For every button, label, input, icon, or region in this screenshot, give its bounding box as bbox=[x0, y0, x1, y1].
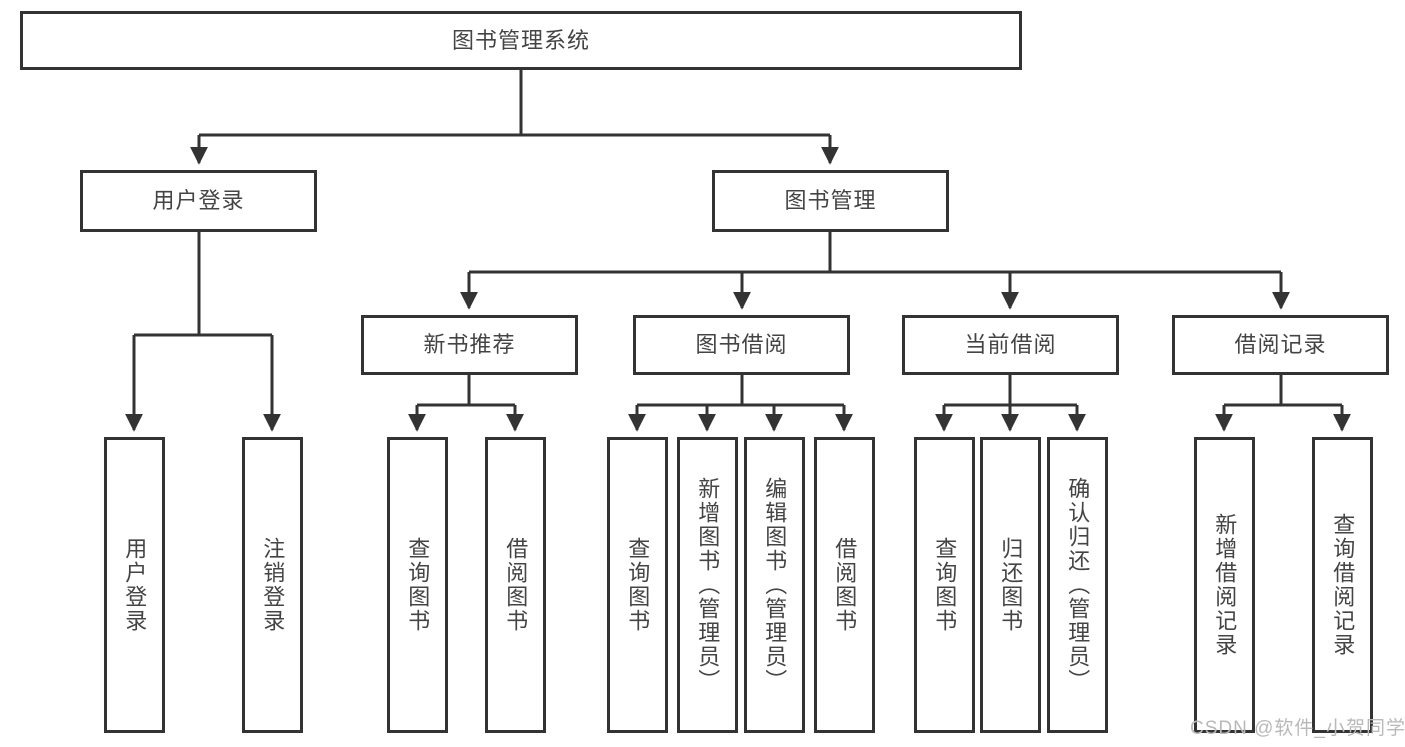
node-leaf-user-login-label: 用户登录 bbox=[122, 537, 148, 633]
node-leaf-add-book[interactable]: 新增图书（管理员） bbox=[677, 437, 738, 733]
node-leaf-query-book-1[interactable]: 查询图书 bbox=[387, 437, 448, 733]
node-current-borrow[interactable]: 当前借阅 bbox=[902, 315, 1119, 375]
node-leaf-edit-book-label: 编辑图书（管理员） bbox=[762, 477, 788, 693]
node-leaf-query-record-label: 查询借阅记录 bbox=[1330, 513, 1356, 657]
node-leaf-logout-label: 注销登录 bbox=[260, 537, 286, 633]
node-leaf-return-book[interactable]: 归还图书 bbox=[980, 437, 1041, 733]
node-leaf-borrow-book-2[interactable]: 借阅图书 bbox=[814, 437, 875, 733]
node-leaf-borrow-book-1[interactable]: 借阅图书 bbox=[485, 437, 546, 733]
node-leaf-add-record[interactable]: 新增借阅记录 bbox=[1194, 437, 1255, 733]
node-leaf-query-book-3-label: 查询图书 bbox=[932, 537, 958, 633]
node-book-manage-label: 图书管理 bbox=[784, 188, 877, 214]
node-current-borrow-label: 当前借阅 bbox=[964, 332, 1057, 358]
csdn-watermark: CSDN @软件_小贺同学 bbox=[1190, 718, 1405, 739]
node-leaf-add-book-label: 新增图书（管理员） bbox=[695, 477, 721, 693]
node-leaf-return-book-label: 归还图书 bbox=[998, 537, 1024, 633]
node-leaf-query-record[interactable]: 查询借阅记录 bbox=[1312, 437, 1373, 733]
node-borrow-record-label: 借阅记录 bbox=[1234, 332, 1327, 358]
node-root-label: 图书管理系统 bbox=[451, 27, 590, 53]
node-leaf-query-book-2-label: 查询图书 bbox=[625, 537, 651, 633]
node-new-book-rec-label: 新书推荐 bbox=[423, 332, 516, 358]
node-leaf-confirm-return[interactable]: 确认归还（管理员） bbox=[1047, 437, 1108, 733]
node-leaf-borrow-book-2-label: 借阅图书 bbox=[832, 537, 858, 633]
node-new-book-rec[interactable]: 新书推荐 bbox=[361, 315, 578, 375]
node-leaf-borrow-book-1-label: 借阅图书 bbox=[503, 537, 529, 633]
node-leaf-query-book-1-label: 查询图书 bbox=[405, 537, 431, 633]
node-book-manage[interactable]: 图书管理 bbox=[712, 170, 949, 232]
node-user-login[interactable]: 用户登录 bbox=[80, 170, 317, 232]
node-user-login-label: 用户登录 bbox=[152, 188, 245, 214]
node-borrow-record[interactable]: 借阅记录 bbox=[1172, 315, 1389, 375]
node-leaf-query-book-2[interactable]: 查询图书 bbox=[607, 437, 668, 733]
node-leaf-edit-book[interactable]: 编辑图书（管理员） bbox=[744, 437, 805, 733]
node-book-borrow-label: 图书借阅 bbox=[695, 332, 788, 358]
node-leaf-confirm-return-label: 确认归还（管理员） bbox=[1065, 477, 1091, 693]
node-leaf-query-book-3[interactable]: 查询图书 bbox=[914, 437, 975, 733]
node-leaf-user-login[interactable]: 用户登录 bbox=[104, 437, 165, 733]
node-root[interactable]: 图书管理系统 bbox=[20, 11, 1022, 70]
node-leaf-add-record-label: 新增借阅记录 bbox=[1212, 513, 1238, 657]
node-leaf-logout[interactable]: 注销登录 bbox=[242, 437, 303, 733]
node-book-borrow[interactable]: 图书借阅 bbox=[633, 315, 850, 375]
